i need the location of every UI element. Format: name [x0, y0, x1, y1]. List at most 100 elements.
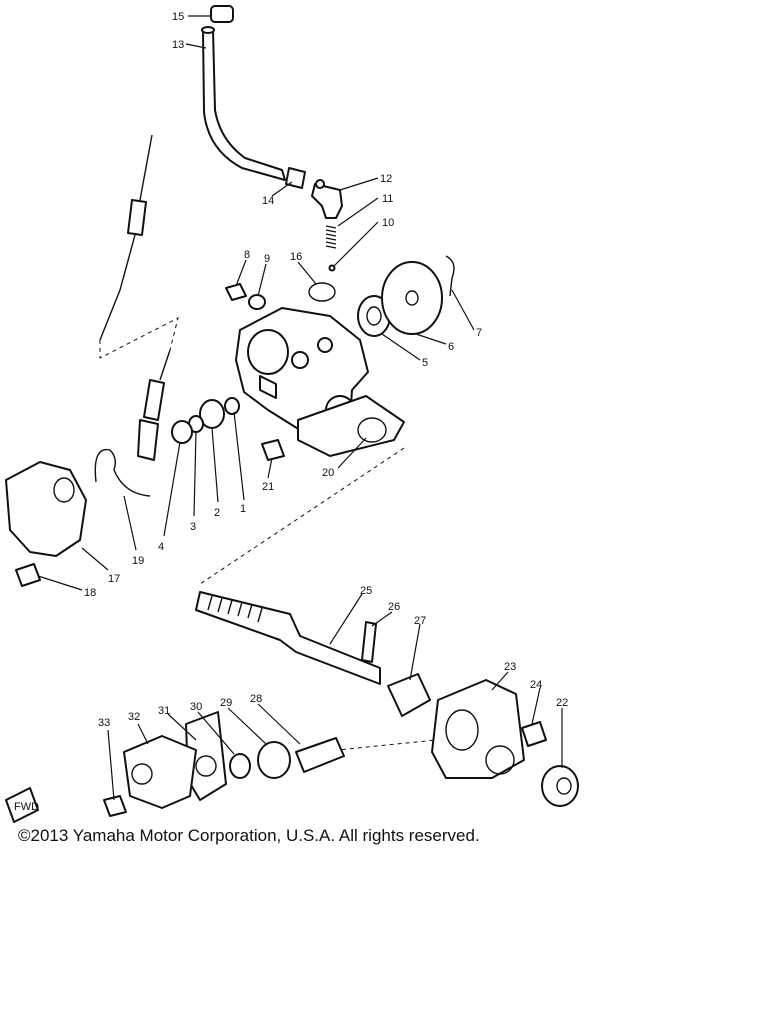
callout-32: 32: [128, 711, 140, 723]
part-32-cover: [123, 735, 197, 809]
cable-end: [137, 419, 159, 461]
leader-13: [185, 43, 207, 49]
callout-9: 9: [264, 253, 270, 265]
callout-12: 12: [380, 173, 392, 185]
part-19-clip: [94, 448, 151, 497]
pump-shaft-stub: [259, 375, 277, 399]
leader-23: [491, 671, 509, 691]
leader-31: [167, 713, 197, 741]
part-6-gear: [381, 261, 443, 335]
leader-21: [267, 457, 273, 479]
leader-17: [81, 547, 109, 571]
pump-cover: [5, 448, 151, 587]
leader-26: [371, 611, 393, 627]
part-12-elbow: [311, 183, 343, 219]
callout-10: 10: [382, 217, 394, 229]
callout-2: 2: [214, 507, 220, 519]
seal-bore: [556, 777, 572, 795]
part-7-pin: [445, 255, 455, 297]
cable-sheath: [99, 234, 136, 341]
drive-parts: [357, 255, 455, 337]
oil-pipe-assembly: [201, 5, 306, 189]
part-30-washer: [229, 753, 251, 779]
pump-shaft-assembly: [195, 591, 431, 717]
leader-10: [333, 221, 379, 267]
callout-29: 29: [220, 697, 232, 709]
pump-small-parts: [225, 282, 336, 310]
callout-numbers: 15 13 14 12 11 10 8 9 16 7 6 5 20 21 1 2…: [84, 11, 568, 729]
callout-1: 1: [240, 503, 246, 515]
part-10-ball: [328, 264, 336, 272]
pump-cable: [99, 134, 179, 461]
leader-32: [137, 723, 149, 745]
part-25-shaft: [195, 591, 381, 685]
callout-4: 4: [158, 541, 164, 553]
cover-boss: [53, 477, 75, 503]
leader-8: [235, 259, 247, 287]
part-13-pipe: [202, 29, 286, 181]
callout-17: 17: [108, 573, 120, 585]
leader-2: [211, 427, 219, 503]
housing-port: [485, 745, 515, 775]
part-28-gear: [295, 737, 345, 773]
callout-18: 18: [84, 587, 96, 599]
callout-14: 14: [262, 195, 274, 207]
leader-19: [123, 495, 137, 551]
seal-stack: [171, 397, 240, 444]
leader-6: [415, 333, 447, 345]
part-29-bush: [257, 741, 291, 779]
cable-wire-top: [139, 134, 153, 201]
part-16-oring: [308, 282, 336, 302]
front-arrow-icon: [5, 787, 39, 823]
callout-15: 15: [172, 11, 184, 23]
front-arrow: FWD: [5, 787, 39, 823]
part-27-collar: [387, 673, 431, 717]
shaft-housing: [431, 679, 579, 807]
pump-port-2: [317, 337, 333, 353]
callout-30: 30: [190, 701, 202, 713]
part-24-bolt: [521, 721, 547, 747]
pump-bore: [247, 329, 289, 375]
callout-27: 27: [414, 615, 426, 627]
cable-adjuster-top: [127, 199, 147, 236]
part-14-clamp: [285, 167, 306, 189]
leader-27: [409, 623, 421, 681]
callout-31: 31: [158, 705, 170, 717]
callout-13: 13: [172, 39, 184, 51]
callout-5: 5: [422, 357, 428, 369]
callout-19: 19: [132, 555, 144, 567]
part-9-washer: [248, 294, 266, 310]
leader-3: [193, 431, 197, 517]
leader-29: [227, 707, 267, 745]
bearing-inner: [366, 306, 382, 326]
leader-12: [339, 177, 379, 191]
front-arrow-label: FWD: [14, 801, 39, 813]
shaft-worm: [207, 595, 263, 623]
leader-20: [337, 437, 367, 469]
callout-33: 33: [98, 717, 110, 729]
part-15-cap: [210, 5, 234, 23]
leader-33: [107, 729, 115, 801]
part-22-seal: [541, 765, 579, 807]
part-17-cover: [5, 461, 87, 557]
callout-23: 23: [504, 661, 516, 673]
part-21-screw: [261, 439, 285, 461]
leader-lines: [37, 15, 563, 801]
callout-11: 11: [382, 193, 393, 205]
callout-26: 26: [388, 601, 400, 613]
part-4-seal: [171, 420, 193, 444]
leader-7: [451, 289, 475, 331]
leader-30: [197, 711, 235, 755]
cable-break-line: [99, 317, 179, 359]
leader-25: [329, 593, 363, 645]
leader-28: [257, 703, 301, 745]
cable-adjuster-bottom: [143, 379, 165, 421]
copyright-notice: ©2013 Yamaha Motor Corporation, U.S.A. A…: [18, 826, 480, 845]
callout-22: 22: [556, 697, 568, 709]
elbow-cap: [315, 179, 325, 189]
leader-24: [531, 687, 541, 725]
cable-wire-mid: [159, 349, 171, 381]
gasket-hole: [357, 417, 387, 443]
part-1-washer: [224, 397, 240, 415]
part-18-bolt: [15, 563, 41, 587]
